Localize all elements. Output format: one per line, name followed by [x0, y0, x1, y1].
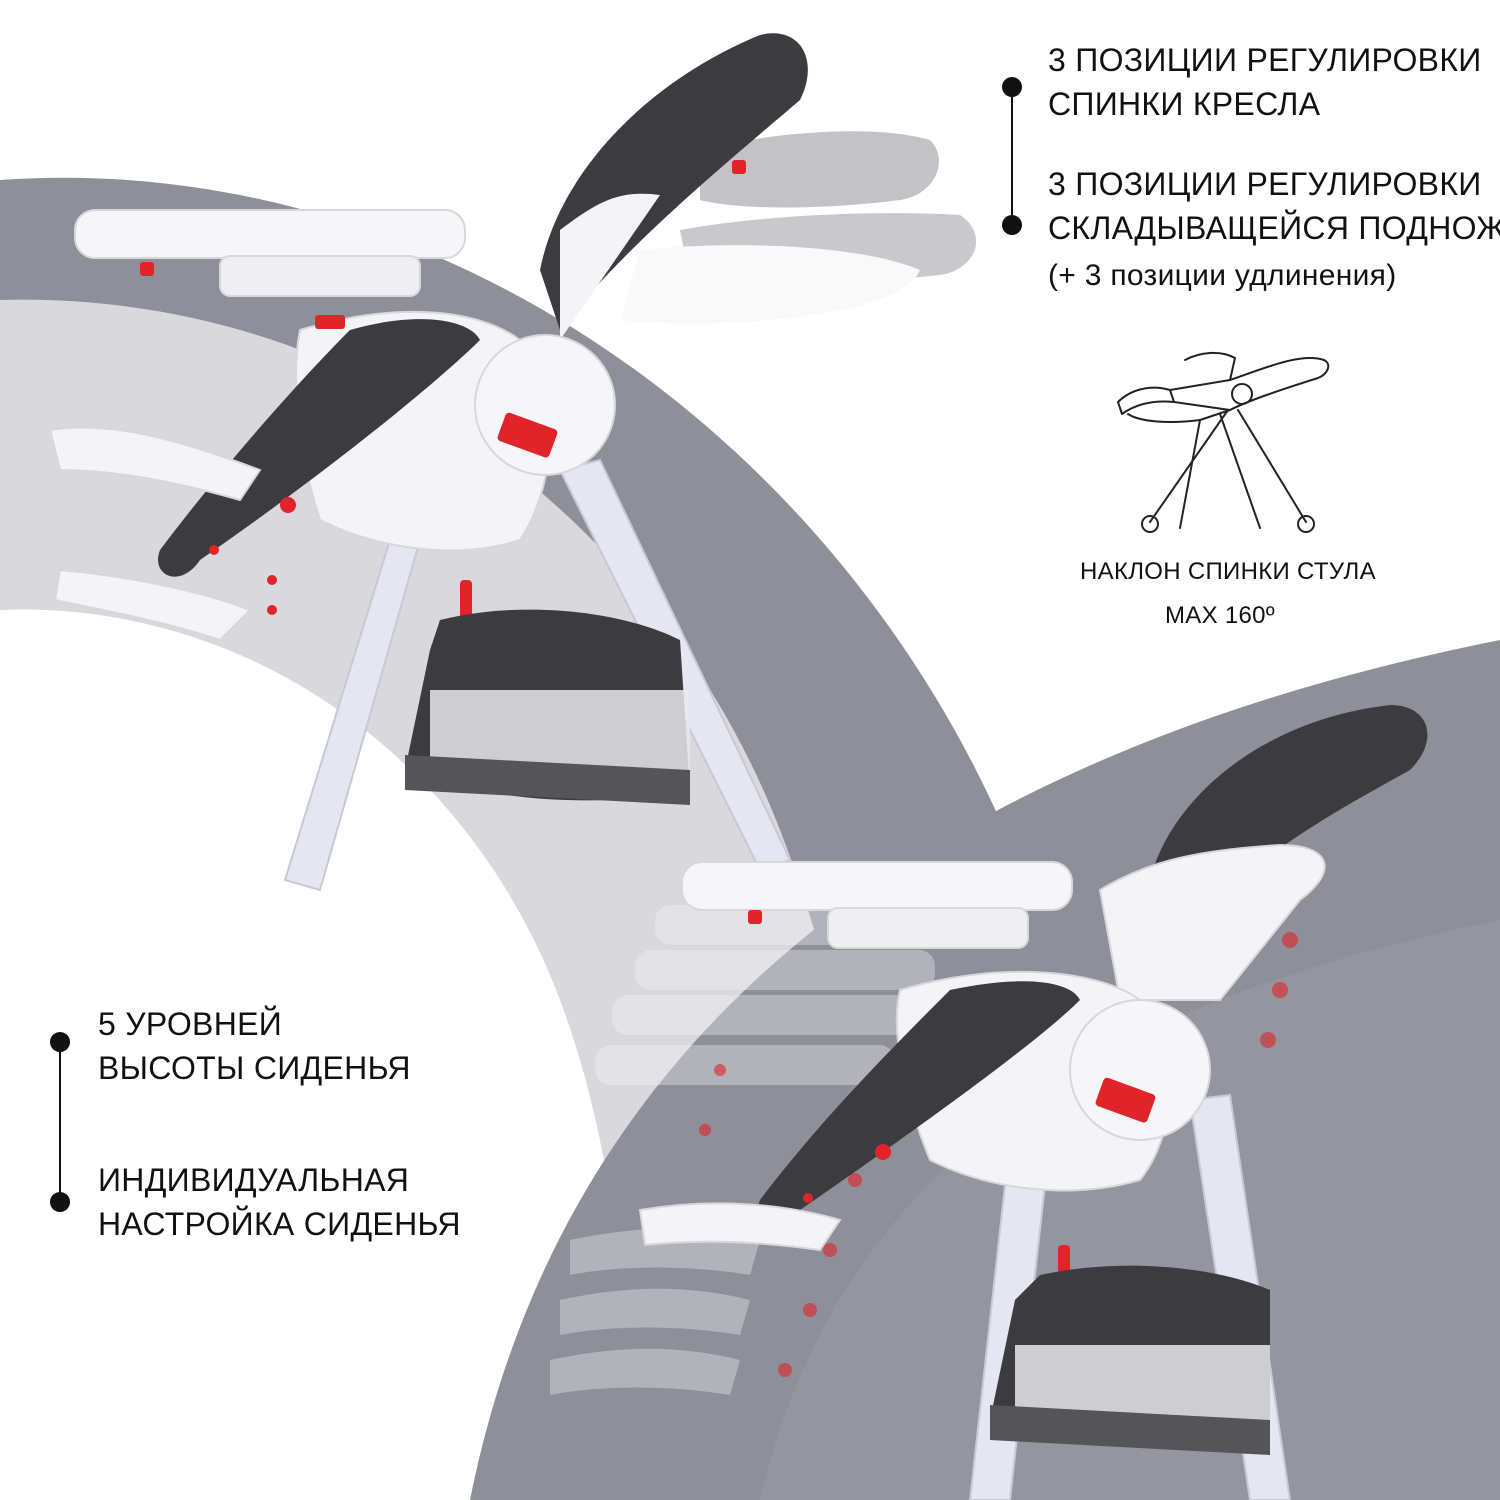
bullet-connector-top [1011, 88, 1013, 226]
feature-height-line1: 5 УРОВНЕЙ [98, 1006, 283, 1042]
feature-custom-line2: НАСТРОЙКА СИДЕНЬЯ [98, 1206, 461, 1242]
bullet-dot-custom [50, 1192, 70, 1212]
reclined-chair-outline-icon [1117, 352, 1330, 533]
bullet-connector-bottom [59, 1044, 61, 1200]
feature-footrest-line2: СКЛАДЫВАЩЕЙСЯ ПОДНОЖКИ [1048, 210, 1500, 246]
recline-label-line1: НАКЛОН СПИНКИ СТУЛА [1080, 558, 1376, 585]
feature-footrest-line3: (+ 3 позиции удлинения) [1048, 259, 1397, 292]
bullet-dot-height [50, 1032, 70, 1052]
feature-backrest-line2: СПИНКИ КРЕСЛА [1048, 86, 1321, 122]
bullet-dot-backrest [1002, 77, 1022, 97]
feature-footrest-line1: 3 ПОЗИЦИИ РЕГУЛИРОВКИ [1048, 166, 1482, 202]
feature-custom-line1: ИНДИВИДУАЛЬНАЯ [98, 1162, 410, 1198]
feature-backrest-line1: 3 ПОЗИЦИИ РЕГУЛИРОВКИ [1048, 42, 1482, 78]
feature-height-line2: ВЫСОТЫ СИДЕНЬЯ [98, 1050, 411, 1086]
light-band-lower [760, 920, 1500, 1500]
recline-label-line2: MAX 160º [1165, 602, 1275, 629]
bullet-dot-footrest [1002, 215, 1022, 235]
white-inner [0, 609, 630, 1500]
